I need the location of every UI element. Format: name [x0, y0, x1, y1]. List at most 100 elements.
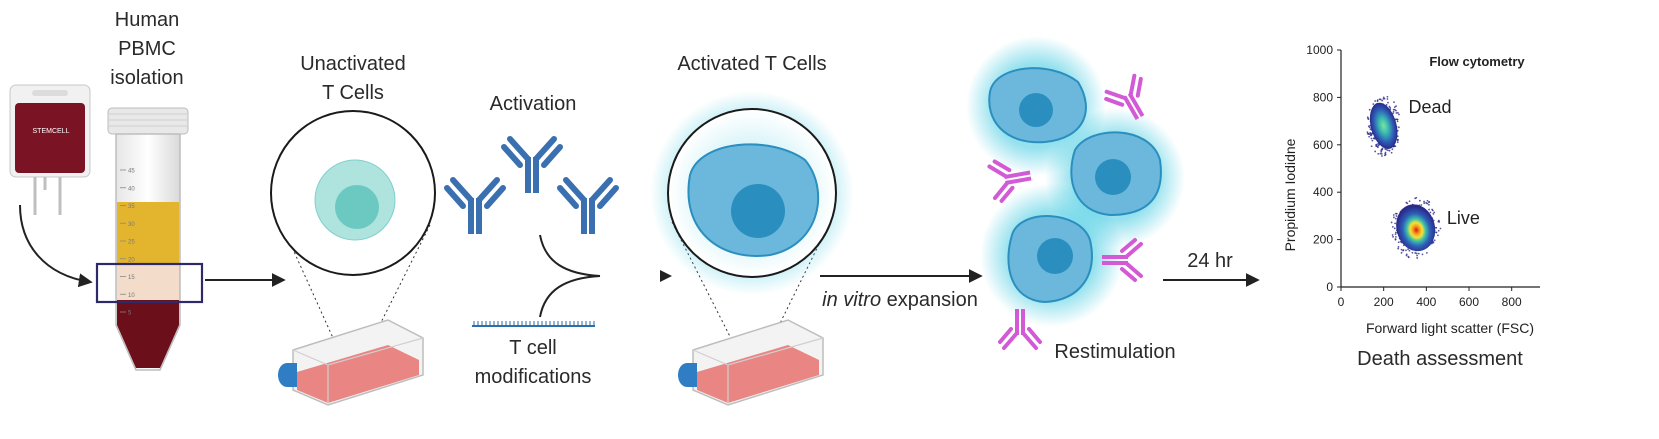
- scatter-point: [1371, 139, 1374, 142]
- bag-brand-label: STEMCELL: [33, 128, 70, 135]
- chart-title: Flow cytometry: [1429, 54, 1525, 69]
- scatter-point: [1428, 208, 1430, 211]
- scatter-point: [1394, 217, 1397, 220]
- scatter-point: [1391, 148, 1394, 151]
- x-axis-label: Forward light scatter (FSC): [1366, 320, 1534, 336]
- scatter-point: [1376, 99, 1379, 101]
- scatter-point: [1368, 135, 1371, 138]
- scatter-point: [1380, 150, 1383, 153]
- scatter-point: [1427, 201, 1430, 204]
- scatter-point: [1393, 101, 1395, 104]
- scatter-point: [1379, 98, 1382, 101]
- scatter-point: [1408, 200, 1411, 203]
- scatter-point: [1381, 99, 1384, 102]
- scatter-point: [1396, 118, 1399, 121]
- scatter-point: [1416, 257, 1419, 259]
- y-tick-label: 400: [1313, 185, 1333, 199]
- scatter-point: [1406, 202, 1409, 205]
- scatter-point: [1426, 199, 1429, 202]
- scatter-point: [1407, 248, 1409, 251]
- scatter-point: [1407, 256, 1410, 259]
- scatter-point: [1400, 248, 1403, 251]
- scatter-point: [1377, 144, 1380, 147]
- scatter-point: [1434, 226, 1437, 229]
- scatter-point: [1394, 222, 1397, 225]
- modifications-label: T cell modifications: [474, 337, 592, 388]
- scatter-point: [1381, 155, 1383, 157]
- scatter-point: [1395, 105, 1397, 107]
- scatter-point: [1366, 132, 1369, 135]
- scatter-point: [1402, 249, 1404, 252]
- scatter-point: [1432, 241, 1435, 244]
- y-tick-label: 200: [1313, 233, 1333, 247]
- y-axis-label: Propidium Iodidne: [1282, 138, 1298, 251]
- time-label: 24 hr: [1187, 250, 1233, 272]
- scatter-point: [1423, 202, 1426, 205]
- scatter-point: [1395, 231, 1397, 234]
- tube-tick-label: 15: [128, 275, 135, 281]
- scatter-point: [1394, 233, 1397, 236]
- tube-tick-label: 20: [128, 257, 135, 263]
- population-label: Dead: [1408, 97, 1451, 117]
- scatter-point: [1393, 108, 1396, 111]
- scatter-point: [1388, 149, 1391, 152]
- scatter-point: [1386, 98, 1389, 100]
- scatter-point: [1433, 239, 1436, 242]
- scatter-point: [1388, 105, 1391, 108]
- tube-tick-label: 5: [128, 311, 132, 317]
- tube-tick-label: 10: [128, 293, 135, 299]
- scatter-point: [1396, 141, 1399, 144]
- scatter-point: [1391, 225, 1394, 228]
- population-density: [1369, 102, 1398, 149]
- scatter-point: [1393, 106, 1396, 108]
- tube-tick-label: 25: [128, 240, 135, 246]
- blood-bag-icon: STEMCELL: [9, 84, 91, 215]
- y-tick-label: 600: [1313, 138, 1333, 152]
- bag-to-tube-arrow: [19, 204, 93, 288]
- scatter-point: [1396, 111, 1399, 114]
- unactivated-cell-zoom: [270, 110, 436, 381]
- scatter-point: [1366, 131, 1369, 134]
- scatter-point: [1374, 150, 1377, 153]
- scatter-point: [1390, 151, 1393, 154]
- scatter-point: [1431, 208, 1433, 211]
- tube-tick-label: 30: [128, 222, 135, 228]
- x-tick-label: 200: [1374, 295, 1394, 309]
- death-assessment-label: Death assessment: [1357, 348, 1523, 370]
- pbmc-label: Human PBMC isolation: [110, 9, 184, 89]
- scatter-point: [1427, 203, 1430, 206]
- scatter-point: [1374, 100, 1377, 102]
- scatter-point: [1426, 202, 1429, 205]
- population-label: Live: [1447, 208, 1480, 228]
- scatter-point: [1392, 216, 1395, 219]
- scatter-point: [1439, 227, 1442, 230]
- x-tick-label: 400: [1416, 295, 1436, 309]
- scatter-point: [1429, 211, 1432, 214]
- scatter-point: [1417, 252, 1420, 255]
- dna-modification-icon: [472, 321, 595, 327]
- scatter-point: [1397, 247, 1400, 250]
- scatter-point: [1425, 251, 1428, 254]
- scatter-point: [1385, 104, 1388, 106]
- y-tick-label: 0: [1326, 280, 1333, 294]
- scatter-point: [1395, 112, 1398, 114]
- scatter-point: [1437, 234, 1439, 237]
- scatter-point: [1391, 234, 1394, 236]
- scatter-point: [1433, 211, 1436, 214]
- scatter-point: [1369, 132, 1372, 134]
- scatter-point: [1390, 221, 1393, 224]
- scatter-point: [1382, 97, 1385, 100]
- activated-cell-zoom: [650, 91, 854, 381]
- restimulation-label: Restimulation: [1054, 341, 1176, 363]
- scatter-point: [1400, 251, 1403, 254]
- scatter-point: [1423, 200, 1425, 203]
- scatter-point: [1367, 125, 1370, 128]
- tube-tick-label: 40: [128, 186, 135, 192]
- scatter-point: [1397, 245, 1400, 248]
- scatter-point: [1384, 151, 1387, 154]
- scatter-point: [1375, 143, 1378, 146]
- scatter-point: [1392, 111, 1395, 113]
- scatter-point: [1392, 235, 1394, 238]
